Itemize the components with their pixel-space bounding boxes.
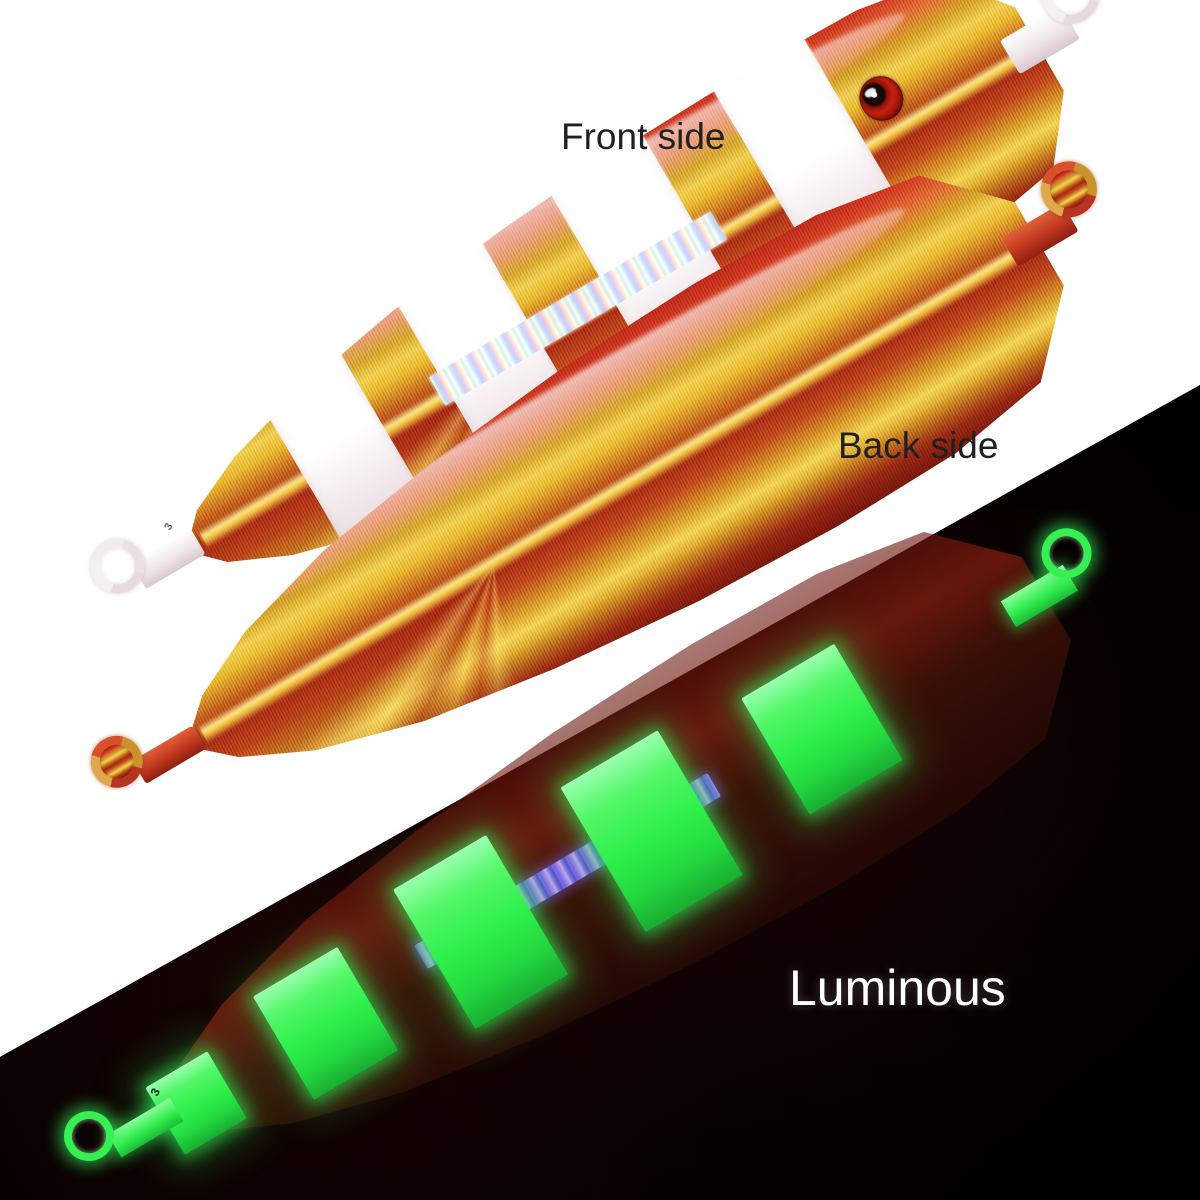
front-jig-tail-ring	[80, 528, 155, 603]
front-jig-eye-glint	[863, 86, 878, 100]
luminous-label: Luminous	[789, 960, 1006, 1016]
front-side-label: Front side	[561, 116, 726, 157]
back-side-label: Back side	[838, 425, 999, 466]
back-jig-tail-neck	[131, 725, 206, 785]
front-jig-band-sheen	[238, 317, 363, 440]
back-jig-tail-ring	[81, 726, 153, 798]
